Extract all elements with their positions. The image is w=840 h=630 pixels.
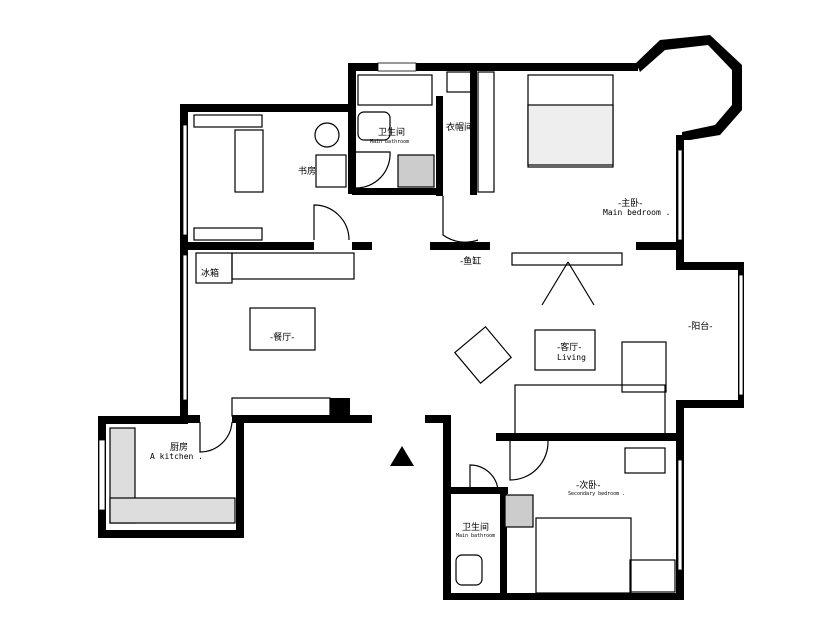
living-label: -客厅- <box>557 341 582 353</box>
doors <box>199 151 549 491</box>
second-bedroom-label: -次卧- <box>576 479 601 491</box>
closet-label: 衣帽间 <box>446 121 473 133</box>
master-bedroom-en: Main bedroom . <box>603 208 670 217</box>
master-bath-label: 卫生间 <box>378 126 405 138</box>
kitchen-label: 厨房 <box>170 441 188 453</box>
second-bath-en: Main bathroom <box>456 533 495 539</box>
north-arrow-icon <box>390 446 414 466</box>
dining-label: -餐厅- <box>270 331 295 343</box>
balcony-label: -阳台- <box>688 320 713 332</box>
master-bath-en: Main bathroom <box>370 139 409 145</box>
second-bedroom-en: Secondary bedroom . <box>568 491 625 497</box>
furniture <box>109 71 676 594</box>
windows <box>98 62 744 571</box>
living-en: Living <box>557 353 586 362</box>
fish-tank-label: -鱼缸 <box>460 255 481 267</box>
second-bath-label: 卫生间 <box>462 521 489 533</box>
fridge-label: 冰箱 <box>201 267 219 279</box>
kitchen-en: A kitchen . <box>150 452 203 461</box>
master-bedroom-label: -主卧- <box>618 197 643 209</box>
study-label: 书房 <box>298 165 316 177</box>
